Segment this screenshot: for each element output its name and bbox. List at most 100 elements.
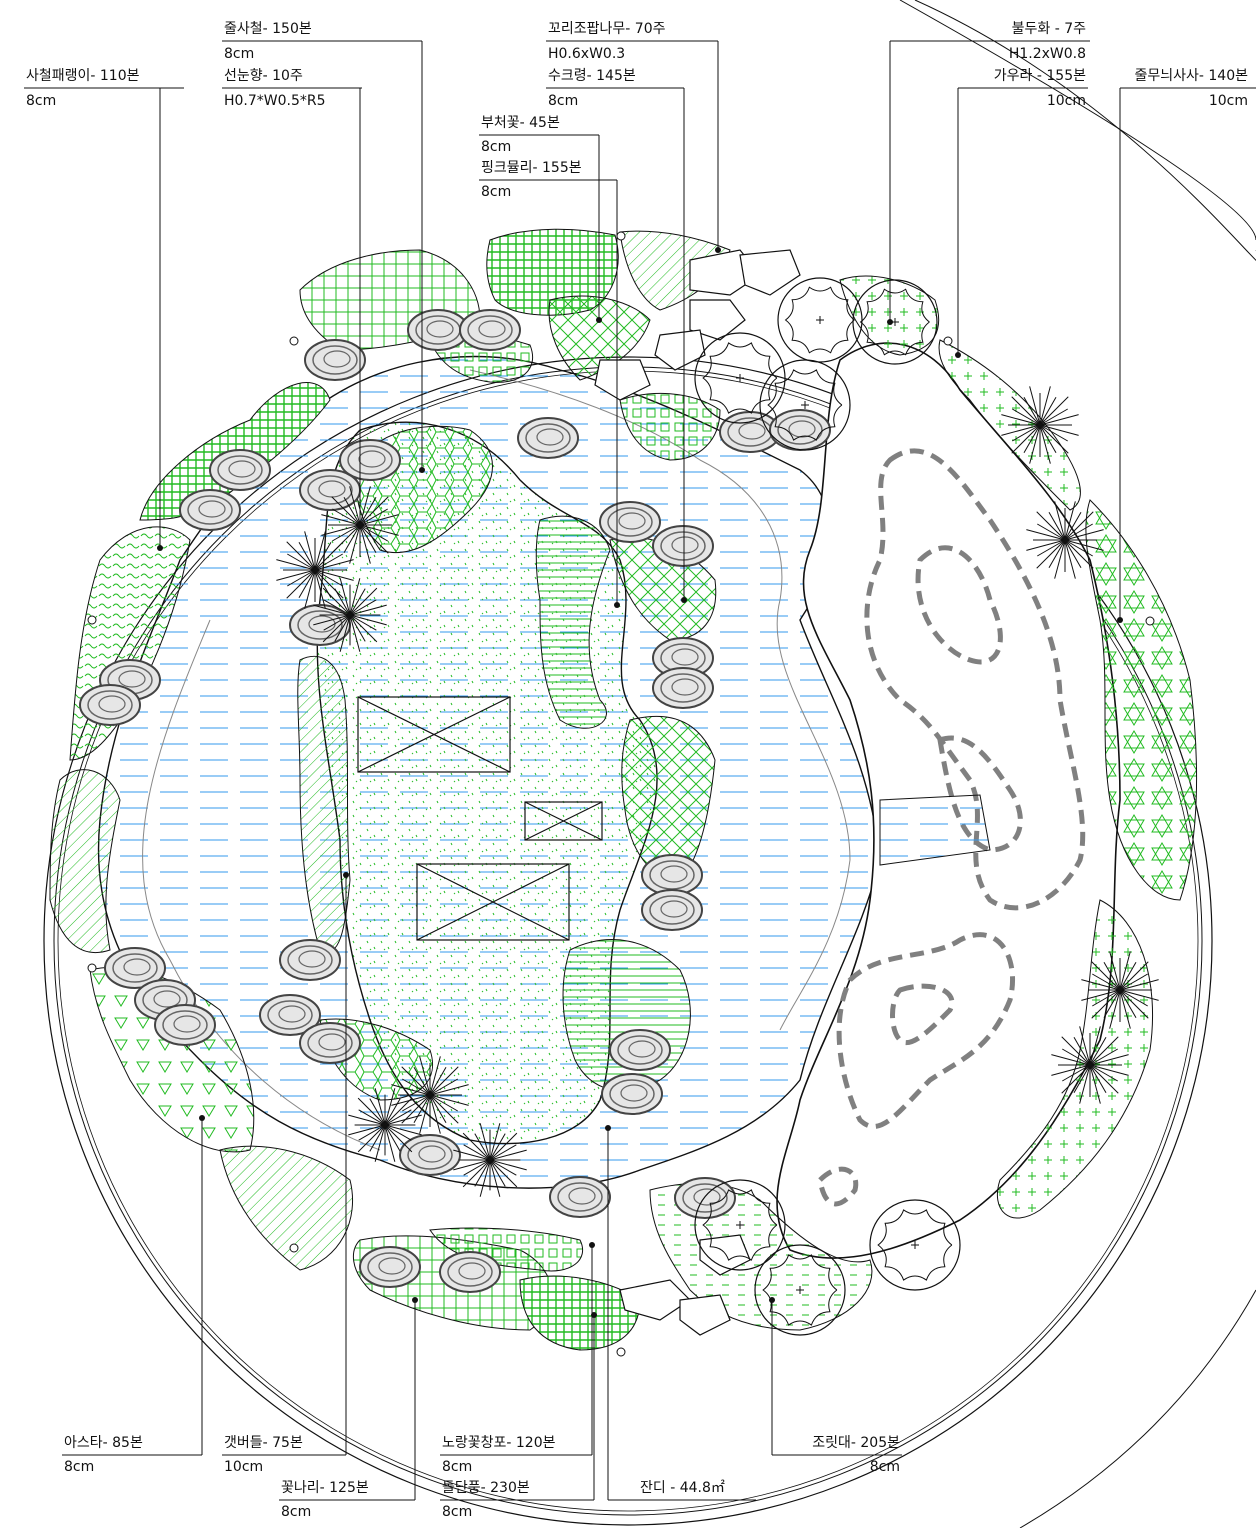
label-gaetbeodeul-spec: 10cm — [224, 1459, 263, 1475]
site-boundary-curve — [899, 0, 1256, 241]
label-gaura-spec: 10cm — [1047, 93, 1086, 109]
shrub-seonnunhyang — [1081, 951, 1159, 1029]
label-pinkmuhly-name: 핑크뮬리- 155본 — [481, 160, 582, 176]
shrub-buldu — [759, 359, 851, 451]
label-joritdae-name: 조릿대- 205본 — [812, 1435, 900, 1451]
label-aster-name: 아스타- 85본 — [64, 1435, 143, 1451]
leader-line — [769, 1297, 902, 1456]
leader-line — [440, 1312, 597, 1501]
leader-line — [222, 40, 425, 473]
rock — [517, 417, 579, 459]
shrub-seonnunhyang — [348, 1088, 422, 1162]
deck-box-1 — [357, 696, 511, 773]
bed-gaetbeodeul — [297, 655, 351, 953]
label-buldu-spec: H1.2xW0.8 — [1009, 46, 1086, 62]
shrub-seonnunhyang — [313, 578, 387, 652]
label-seonnunhyang-name: 선눈향- 10주 — [224, 68, 303, 84]
leader-line — [24, 87, 184, 551]
shrubs — [276, 277, 1159, 1336]
rock — [652, 667, 714, 709]
leader-line — [222, 872, 349, 1456]
label-buldu-name: 불두화 - 7주 — [1012, 21, 1086, 37]
leader-line — [1117, 87, 1256, 623]
rock — [652, 525, 714, 567]
label-norang-name: 노랑꽃창포- 120본 — [442, 1435, 556, 1451]
label-julmunui-spec: 10cm — [1209, 93, 1248, 109]
label-gaetbeodeul-name: 갯버들- 75본 — [224, 1435, 303, 1451]
rock — [79, 684, 141, 726]
shrub-buldu — [694, 1179, 786, 1271]
rock — [289, 604, 351, 646]
rock — [641, 889, 703, 931]
label-jandi-name: 잔디 - 44.8㎡ — [640, 1480, 725, 1496]
leader-line — [479, 134, 602, 323]
rock — [609, 1029, 671, 1071]
label-julsacheol-spec: 8cm — [224, 46, 254, 62]
rock — [359, 1246, 421, 1288]
shrub-seonnunhyang — [1001, 386, 1079, 464]
garden-outer-ring — [43, 356, 1213, 1526]
bed-julmunui — [1085, 499, 1198, 901]
leader-line — [546, 40, 721, 253]
leader-line — [440, 1242, 595, 1456]
label-kkotnari-spec: 8cm — [281, 1504, 311, 1520]
leader-line — [955, 87, 1088, 358]
bed-buchikkot — [535, 515, 611, 729]
leader-line — [62, 1115, 205, 1456]
leader-line — [887, 40, 1090, 325]
deck-box-3 — [416, 863, 570, 941]
rocks — [79, 309, 831, 1293]
label-doldan-name: 돌단풍- 230본 — [442, 1480, 530, 1496]
deck-box-2 — [524, 801, 603, 841]
shrub-buldu — [754, 1244, 846, 1336]
shrub-buldu — [869, 1199, 961, 1291]
rock — [154, 1004, 216, 1046]
label-julmunui-name: 줄무늬사사- 140본 — [1134, 68, 1248, 84]
rock — [299, 1022, 361, 1064]
site-boundary-arc — [914, 0, 1256, 1529]
shrub-seonnunhyang — [321, 486, 399, 564]
dry-garden-pool — [879, 794, 991, 866]
bed-dense-bottom — [519, 1275, 641, 1351]
label-julsacheol-name: 줄사철- 150본 — [224, 21, 312, 37]
rock — [601, 1073, 663, 1115]
label-kkotnari-name: 꽃나리- 125본 — [281, 1480, 369, 1496]
rock — [549, 1176, 611, 1218]
label-leaders — [24, 40, 1256, 1501]
label-sukeuryeong-name: 수크령- 145본 — [548, 68, 636, 84]
bed-diag-bottom — [219, 1145, 354, 1271]
label-buchikkot-name: 부처꽃- 45본 — [481, 115, 560, 131]
shrub-seonnunhyang — [1051, 1026, 1129, 1104]
rock — [459, 309, 521, 351]
leader-line — [279, 1297, 418, 1501]
bed-herring-top — [548, 295, 651, 381]
rock — [399, 1134, 461, 1176]
rock — [259, 994, 321, 1036]
rock — [439, 1251, 501, 1293]
shrub-seonnunhyang — [1026, 501, 1104, 579]
label-buchikkot-spec: 8cm — [481, 139, 511, 155]
rock — [674, 1177, 736, 1219]
deck-boxes — [357, 696, 603, 941]
rock — [339, 439, 401, 481]
label-kkori-name: 꼬리조팝나무- 70주 — [548, 21, 666, 37]
shrub-seonnunhyang — [453, 1123, 527, 1197]
label-sukeuryeong-spec: 8cm — [548, 93, 578, 109]
leader-line — [222, 87, 363, 528]
rock — [104, 947, 166, 989]
bed-diag-left — [49, 769, 121, 954]
leader-line — [546, 87, 687, 603]
shrub-seonnunhyang — [391, 1056, 469, 1134]
leader-line — [605, 1125, 756, 1501]
rock — [279, 939, 341, 981]
flagstones — [594, 249, 801, 1336]
bollards — [87, 231, 1155, 1357]
label-joritdae-spec: 8cm — [870, 1459, 900, 1475]
rock — [209, 449, 271, 491]
label-gaura-name: 가우라 - 155본 — [994, 68, 1086, 84]
label-sacheol-name: 사철패랭이- 110본 — [26, 68, 140, 84]
planting-beds — [49, 228, 1198, 1351]
label-aster-spec: 8cm — [64, 1459, 94, 1475]
shrub-buldu — [694, 332, 786, 424]
